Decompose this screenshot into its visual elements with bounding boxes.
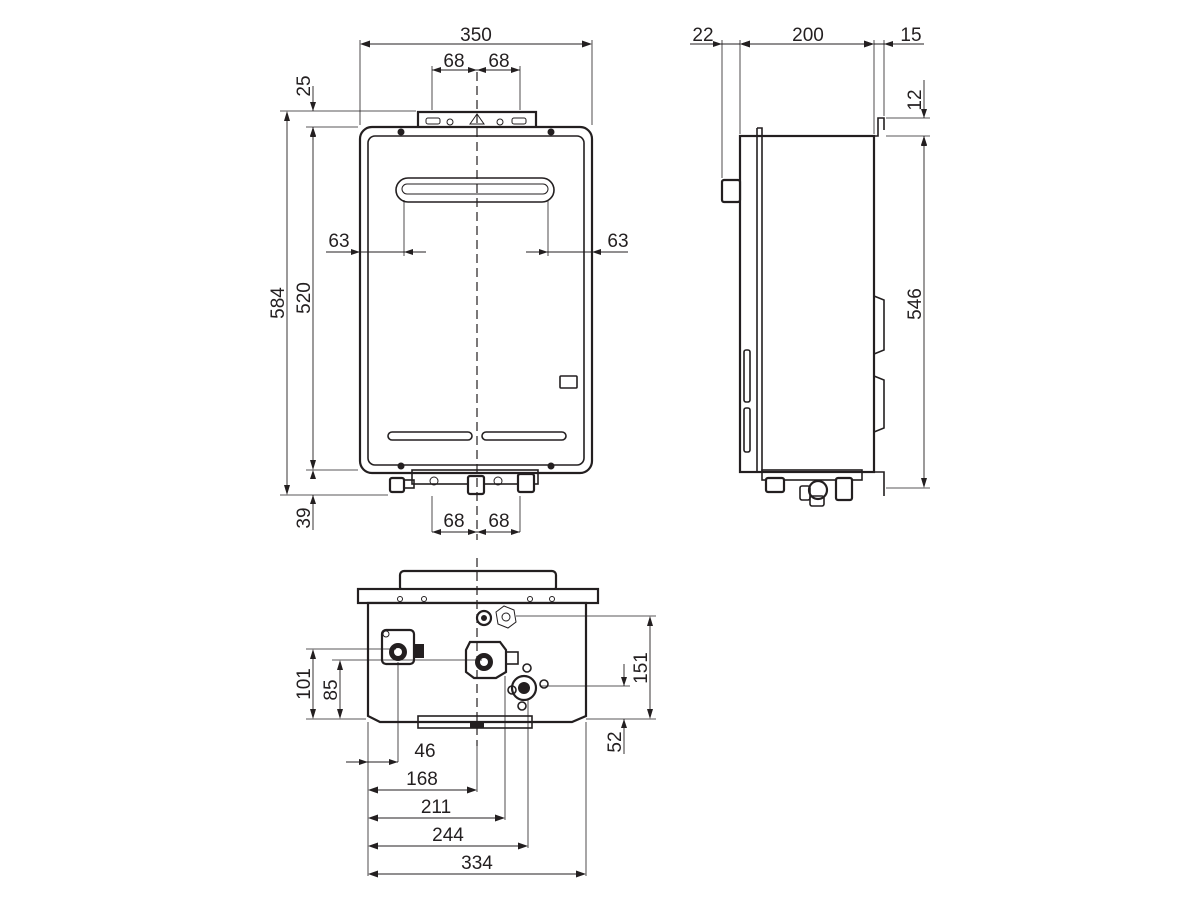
intake-slot-right [481, 431, 567, 441]
side-rear-bump-upper [873, 295, 885, 355]
side-body [738, 134, 876, 474]
dim-front-bottom-offset: 39 [294, 507, 315, 528]
fitting-left-cap [403, 479, 415, 489]
bottom-front-tab [470, 722, 484, 728]
drain-valve-lug [507, 685, 517, 695]
side-view: 22 200 15 12 546 [690, 25, 930, 507]
flange-hole [527, 596, 533, 602]
side-rear-bracket-bottom [874, 471, 885, 496]
hot-outlet-port-ring [480, 658, 488, 666]
side-valve-knob [799, 485, 811, 501]
side-slot-lower [743, 407, 751, 453]
fitting-left [388, 476, 406, 494]
side-vent-hood [720, 178, 742, 204]
dim-front-width: 350 [460, 25, 492, 46]
front-view: 350 68 68 25 584 520 39 [268, 25, 629, 540]
gas-inlet-nut [495, 605, 517, 629]
side-slot-upper [743, 349, 751, 403]
gas-inlet-nut-center [501, 612, 511, 622]
casing-screw [547, 462, 555, 470]
dim-bottom-52: 52 [605, 731, 626, 752]
hot-outlet-tab [505, 651, 519, 665]
dim-front-bottom-left: 68 [443, 511, 464, 532]
dim-bottom-85: 85 [321, 679, 342, 700]
casing-screw [397, 128, 405, 136]
side-fitting [764, 476, 786, 494]
bottom-flange [356, 587, 600, 605]
side-fitting-small [809, 495, 825, 507]
front-outer-casing [358, 125, 594, 475]
dim-side-top-offset: 12 [905, 89, 926, 110]
bracket-hole [446, 118, 454, 126]
dim-bottom-334: 334 [461, 853, 493, 874]
status-indicator [559, 375, 578, 389]
flange-hole [549, 596, 555, 602]
dim-front-side-right: 63 [607, 231, 628, 252]
dim-side-depth: 200 [792, 25, 824, 46]
dim-front-body-height: 520 [294, 282, 315, 314]
dim-bottom-244: 244 [432, 825, 464, 846]
drain-valve-lug [522, 663, 532, 673]
side-rear-bump-lower [873, 375, 885, 433]
dim-front-bracket-left: 68 [443, 51, 464, 72]
side-bottom-plate [761, 469, 863, 481]
flange-hole [421, 596, 427, 602]
dim-bottom-101: 101 [294, 668, 315, 700]
dim-front-top-offset: 25 [294, 75, 315, 96]
dim-bottom-168: 168 [406, 769, 438, 790]
fitting-center [466, 474, 486, 496]
bracket-hole [496, 118, 504, 126]
fitting-right [516, 472, 536, 494]
casing-screw [397, 462, 405, 470]
bottom-view: 101 85 151 52 46 168 211 [294, 558, 656, 878]
intake-slot-left [387, 431, 473, 441]
side-rear-bracket [874, 117, 885, 137]
cold-inlet-screw [382, 630, 390, 638]
dim-bottom-211: 211 [421, 797, 451, 818]
side-front-bezel [757, 127, 763, 472]
front-inner-panel [367, 135, 585, 466]
dim-side-standoff: 22 [692, 25, 713, 46]
dim-bottom-46: 46 [414, 741, 435, 762]
flange-hole [397, 596, 403, 602]
cold-inlet-tab [414, 644, 424, 658]
fitting-nut [493, 476, 503, 486]
side-valve [807, 479, 829, 501]
cold-inlet-port-ring [394, 648, 402, 656]
bracket-slot-right [511, 117, 527, 125]
fitting-nut [429, 476, 439, 486]
drain-valve-core [518, 682, 530, 694]
dim-front-side-left: 63 [328, 231, 349, 252]
casing-screw [547, 128, 555, 136]
dim-bottom-151: 151 [631, 652, 652, 684]
drain-valve-lug [539, 679, 549, 689]
dim-front-overall-height: 584 [268, 287, 289, 319]
exhaust-vent-inner [401, 183, 549, 195]
gas-inlet-core [481, 615, 487, 621]
drain-valve-lug [517, 701, 527, 711]
dim-front-bottom-right: 68 [488, 511, 509, 532]
dim-side-rear: 15 [900, 25, 921, 46]
bracket-slot-left [425, 117, 441, 125]
dim-side-height: 546 [905, 288, 926, 320]
dim-front-bracket-right: 68 [488, 51, 509, 72]
side-fitting [834, 476, 854, 502]
exhaust-vent-outer [395, 177, 555, 203]
bracket-center-notch [469, 113, 485, 125]
